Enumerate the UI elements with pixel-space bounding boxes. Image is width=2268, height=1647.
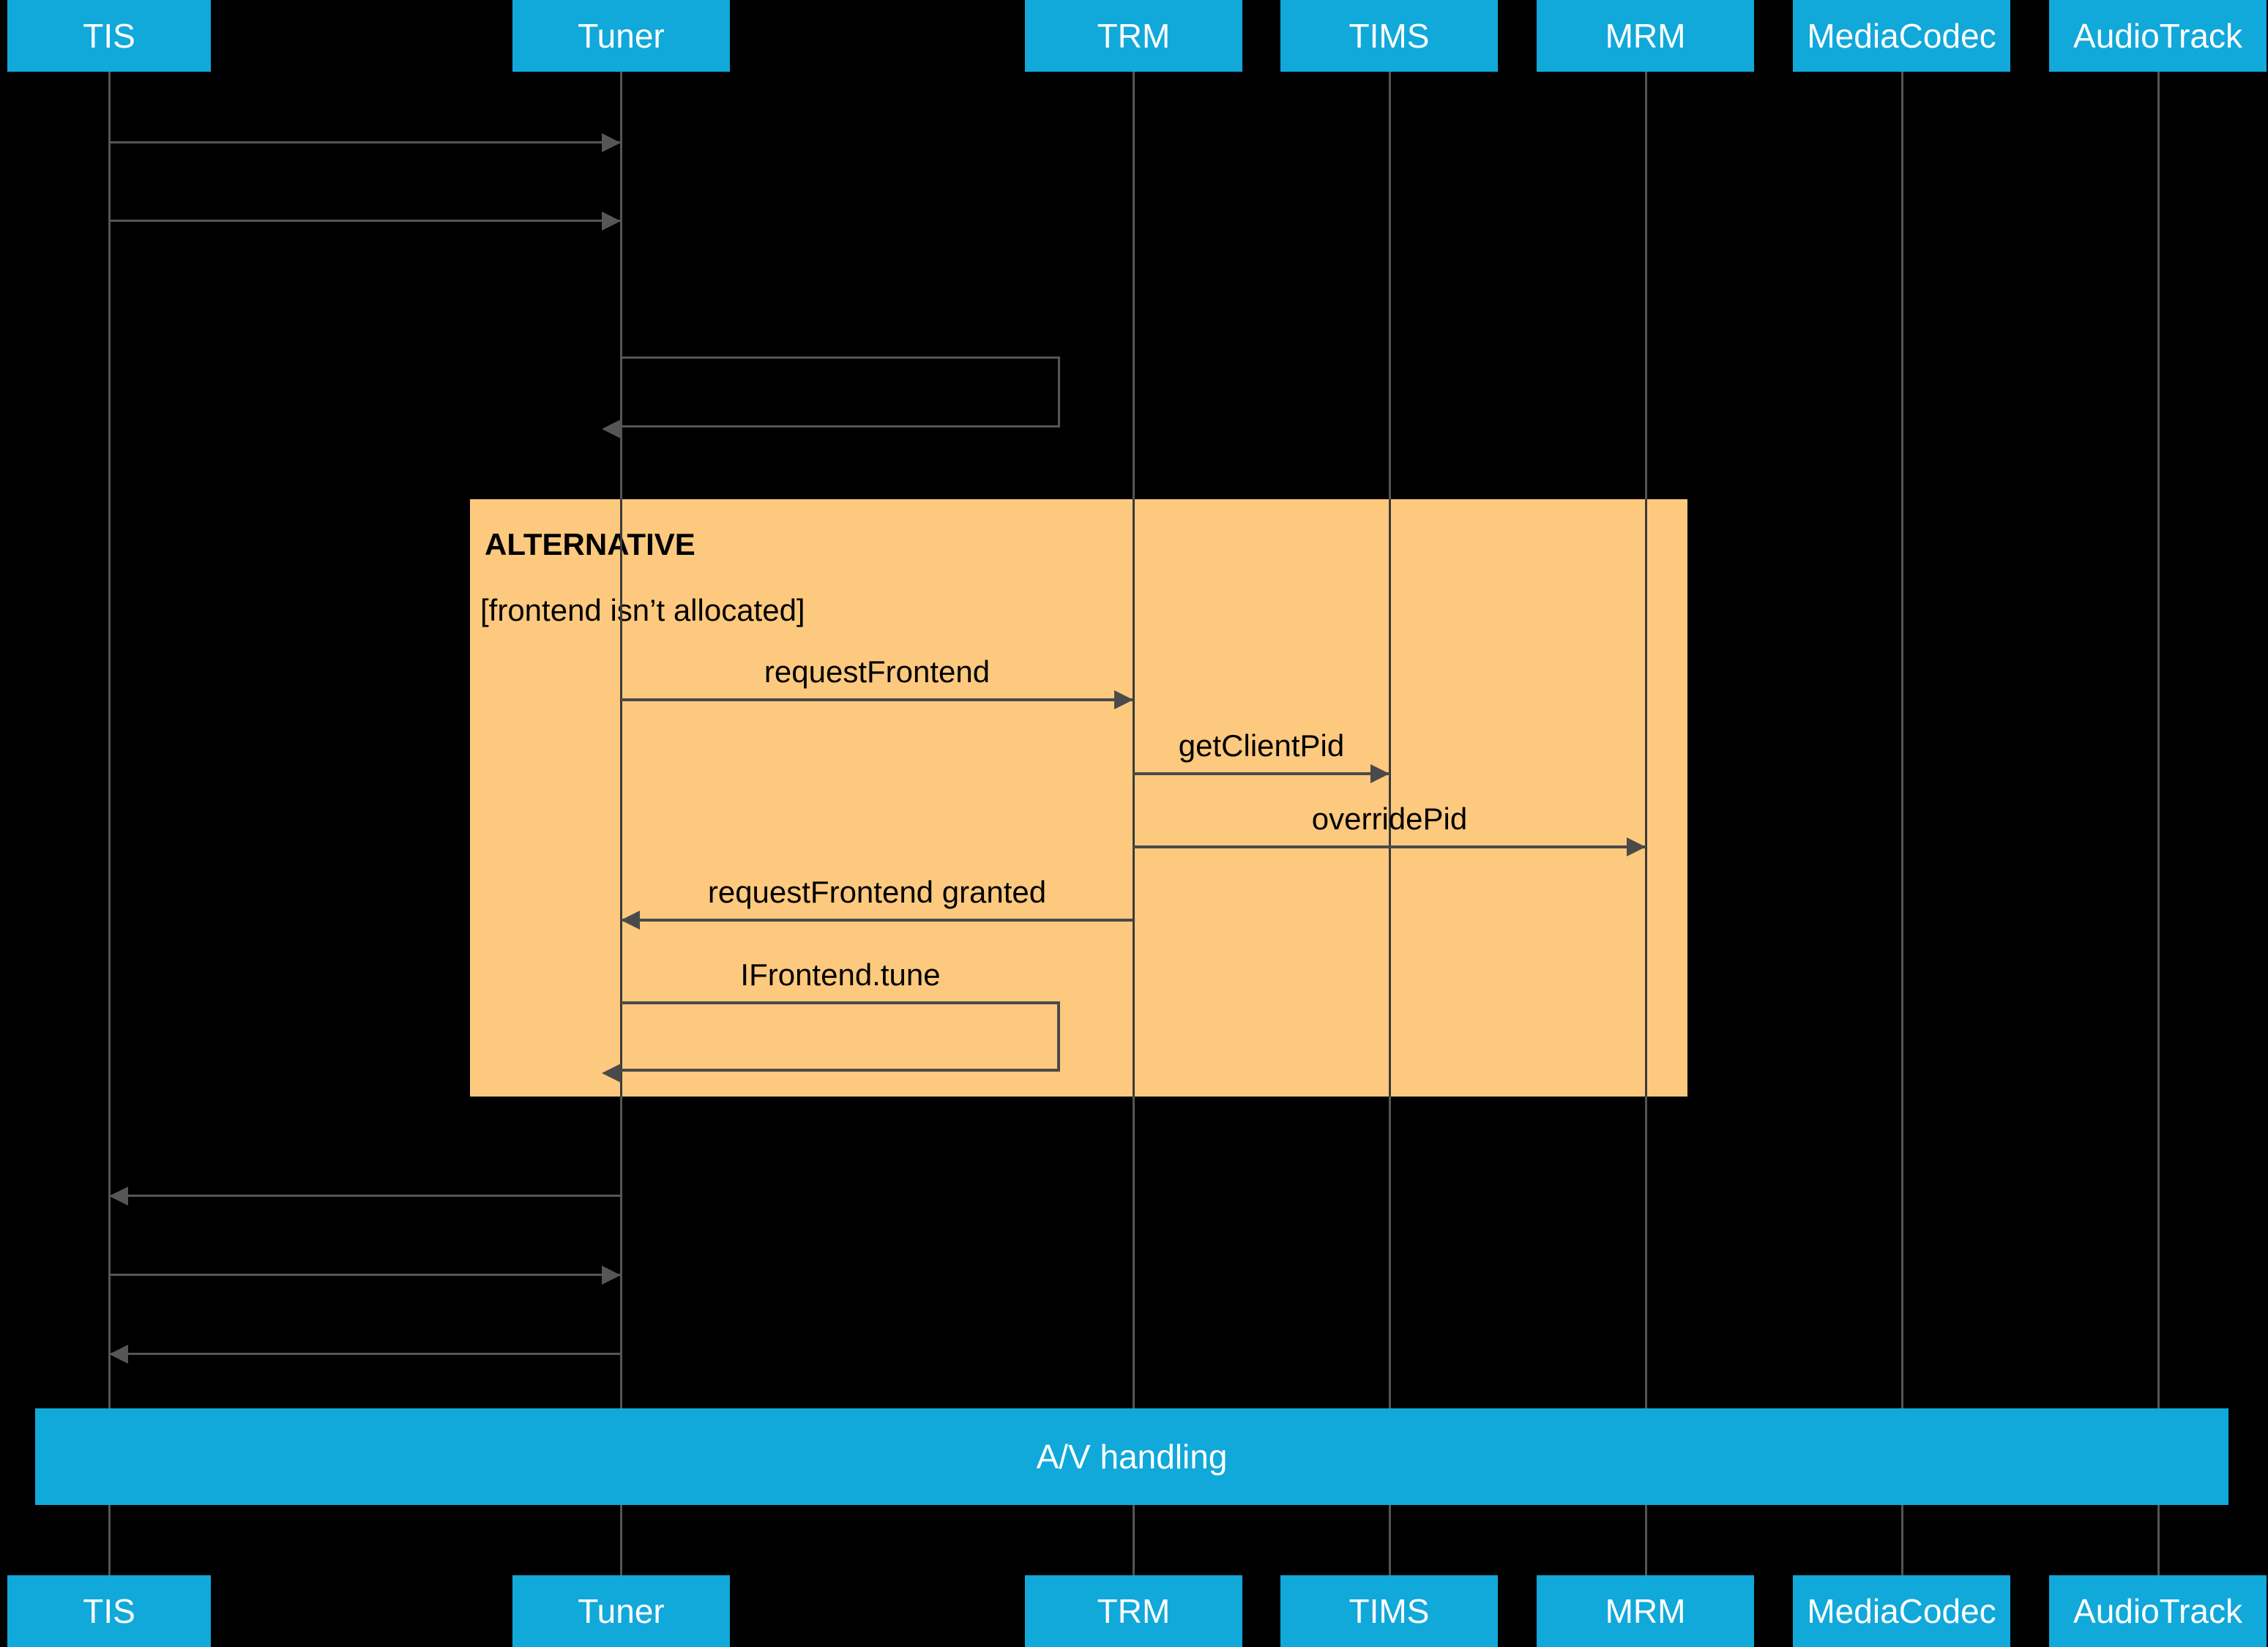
participant-box-mrm-footer[interactable]: MRM <box>1537 1575 1754 1647</box>
lifeline-tis <box>108 72 111 1575</box>
arrow-head-m11 <box>109 1345 128 1364</box>
alt-fragment-guard: [frontend isn’t allocated] <box>480 593 805 627</box>
arrow-head-m6 <box>1627 837 1646 856</box>
lifeline-mediacodec <box>1901 72 1903 1575</box>
participant-box-tis-header[interactable]: TIS <box>7 0 211 72</box>
lifeline-trm-in-fragment <box>1133 499 1135 1097</box>
alt-fragment-keyword: ALTERNATIVE <box>485 527 695 561</box>
message-label-m4: requestFrontend <box>764 654 991 689</box>
participant-label-tuner-footer: Tuner <box>578 1592 665 1630</box>
arrow-head-m4 <box>1114 690 1133 709</box>
participant-label-trm-footer: TRM <box>1097 1592 1171 1630</box>
participant-label-trm-header: TRM <box>1097 17 1171 55</box>
message-line-m7 <box>621 919 1133 922</box>
message-line-m10 <box>109 1274 621 1276</box>
message-label-m8: IFrontend.tune <box>740 957 941 992</box>
arrow-head-m8 <box>602 1064 621 1083</box>
message-line-m1 <box>109 141 621 143</box>
participant-box-audiotrack-header[interactable]: AudioTrack <box>2049 0 2267 72</box>
av-handling-band: A/V handling <box>35 1408 2228 1505</box>
participant-label-tims-header: TIMS <box>1349 17 1430 55</box>
participant-label-mrm-footer: MRM <box>1605 1592 1686 1630</box>
arrow-head-m1 <box>602 133 621 152</box>
participant-box-tis-footer[interactable]: TIS <box>7 1575 211 1647</box>
participant-label-audiotrack-header: AudioTrack <box>2073 17 2242 55</box>
message-line-m6 <box>1133 845 1646 848</box>
participant-label-mediacodec-header: MediaCodec <box>1807 17 1996 55</box>
participant-box-trm-header[interactable]: TRM <box>1025 0 1242 72</box>
participant-box-mediacodec-header[interactable]: MediaCodec <box>1793 0 2010 72</box>
message-line-m11 <box>109 1353 621 1355</box>
participant-box-tims-footer[interactable]: TIMS <box>1280 1575 1498 1647</box>
message-line-m9 <box>109 1195 621 1197</box>
self-message-m8 <box>621 1001 1060 1072</box>
participant-label-tis-footer: TIS <box>83 1592 135 1630</box>
lifeline-tuner-in-fragment <box>620 499 622 1097</box>
lifeline-mrm-in-fragment <box>1645 499 1647 1097</box>
message-label-m5: getClientPid <box>1178 728 1345 763</box>
participant-label-mediacodec-footer: MediaCodec <box>1807 1592 1996 1630</box>
alt-fragment <box>470 499 1687 1097</box>
participant-box-trm-footer[interactable]: TRM <box>1025 1575 1242 1647</box>
participant-box-mrm-header[interactable]: MRM <box>1537 0 1754 72</box>
arrow-head-m9 <box>109 1187 128 1206</box>
message-line-m5 <box>1133 772 1389 775</box>
av-handling-label: A/V handling <box>1036 1438 1228 1476</box>
participant-box-tuner-header[interactable]: Tuner <box>512 0 730 72</box>
participant-label-tis-header: TIS <box>83 17 135 55</box>
message-label-m7: requestFrontend granted <box>707 875 1047 909</box>
participant-label-audiotrack-footer: AudioTrack <box>2073 1592 2242 1630</box>
message-line-m2 <box>109 220 621 222</box>
arrow-head-m2 <box>602 212 621 231</box>
participant-label-mrm-header: MRM <box>1605 17 1686 55</box>
participant-label-tims-footer: TIMS <box>1349 1592 1430 1630</box>
self-message-m3 <box>621 356 1060 427</box>
message-label-m6: overridePid <box>1311 802 1468 836</box>
participant-box-mediacodec-footer[interactable]: MediaCodec <box>1793 1575 2010 1647</box>
participant-box-tuner-footer[interactable]: Tuner <box>512 1575 730 1647</box>
lifeline-audiotrack <box>2157 72 2160 1575</box>
lifeline-tims-in-fragment <box>1389 499 1391 1097</box>
participant-box-audiotrack-footer[interactable]: AudioTrack <box>2049 1575 2267 1647</box>
arrow-head-m7 <box>621 911 640 930</box>
arrow-head-m5 <box>1370 764 1389 783</box>
participant-box-tims-header[interactable]: TIMS <box>1280 0 1498 72</box>
message-line-m4 <box>621 698 1133 701</box>
arrow-head-m10 <box>602 1266 621 1285</box>
participant-label-tuner-header: Tuner <box>578 17 665 55</box>
arrow-head-m3 <box>602 419 621 438</box>
